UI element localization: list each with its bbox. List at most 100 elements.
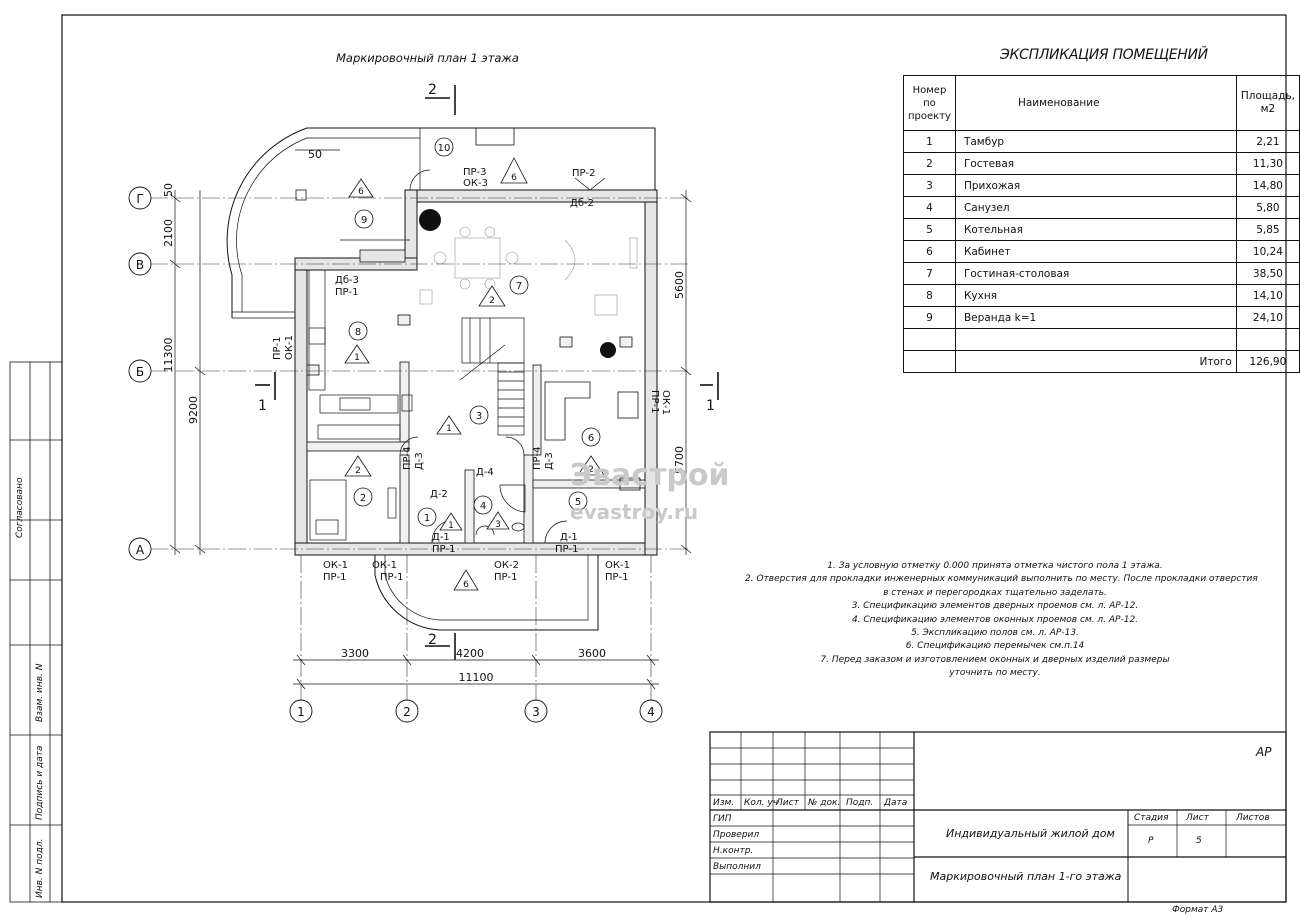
cell-num: 6: [903, 240, 956, 263]
floor-mark-1b: 1: [446, 424, 452, 434]
label-pr1-left: ПР-1: [272, 336, 283, 360]
label-d1-b: Д-1: [560, 532, 578, 543]
cell-num: 7: [903, 262, 956, 285]
room-num-3: 3: [476, 411, 482, 422]
tb-role-gip: ГИП: [713, 814, 732, 824]
cell-area: 11,30: [1235, 152, 1300, 175]
label-pr1-db3: ПР-1: [335, 287, 359, 298]
cell-num: 8: [903, 284, 956, 307]
section-1-right: 1: [706, 398, 715, 414]
axis-row-g: Г: [136, 192, 143, 206]
dim-3300: 3300: [341, 647, 369, 660]
cell-name: Прихожая: [954, 174, 1237, 197]
cell-area: 5,80: [1235, 196, 1300, 219]
plant-icon: [600, 342, 616, 358]
cell-name: Веранда k=1: [954, 306, 1237, 329]
room-markers: [348, 137, 601, 527]
room-num-8: 8: [355, 327, 361, 338]
section-2-bottom: 2: [428, 632, 437, 648]
note-line: 7. Перед заказом и изготовлением оконных…: [820, 654, 1170, 665]
tb-col-date: Дата: [884, 798, 908, 808]
note-line: 5. Экспликацию полов см. л. АР-13.: [911, 628, 1079, 639]
dim-50-top: 50: [308, 148, 322, 161]
note-line: уточнить по месту.: [949, 668, 1041, 679]
dim-3600: 3600: [578, 647, 606, 660]
room-num-4: 4: [480, 501, 486, 512]
floor-mark-1a: 1: [354, 353, 360, 363]
cell-num: 9: [903, 306, 956, 329]
cell-area: 5,85: [1235, 218, 1300, 241]
dim-11300: 11300: [162, 338, 175, 373]
floor-mark-3: 3: [495, 520, 501, 530]
room-num-9: 9: [361, 215, 367, 226]
axis-row-v: В: [136, 258, 144, 272]
floor-mark-6b: 6: [511, 173, 517, 183]
wall-top-right: [404, 189, 658, 203]
label-ok2: ОК-2: [494, 560, 519, 571]
cell-num: 3: [903, 174, 956, 197]
total-label: Итого: [954, 350, 1237, 373]
tb-role-norm: Н.контр.: [713, 846, 754, 856]
stamp-sign-date: Подпись и дата: [35, 745, 45, 820]
note-line: 1. За условную отметку 0.000 принята отм…: [827, 561, 1163, 571]
label-pr1-right: ПР-1: [649, 390, 660, 414]
dim-4200: 4200: [456, 647, 484, 660]
cell-area: 10,24: [1235, 240, 1300, 263]
tb-code: АР: [1256, 745, 1272, 759]
floor-mark-2a: 2: [489, 296, 495, 306]
room-num-2: 2: [360, 493, 366, 504]
label-ok3: ОК-3: [463, 178, 488, 189]
floor-markers: [344, 157, 605, 591]
label-pr1-c: ПР-1: [494, 572, 518, 583]
tb-col-podp: Подп.: [846, 798, 874, 808]
cell-num: 4: [903, 196, 956, 219]
cell-area: 14,10: [1235, 284, 1300, 307]
tb-col-kol: Кол. уч: [744, 798, 779, 808]
cell-num: 1: [903, 130, 956, 153]
cell-name: Гостиная-столовая: [954, 262, 1237, 285]
cell-name: Кухня: [954, 284, 1237, 307]
label-pr1-e: ПР-1: [432, 544, 456, 555]
tb-drawing: Маркировочный план 1-го этажа: [930, 870, 1122, 883]
tb-role-checked: Проверил: [713, 830, 760, 840]
label-d3-b: Д-3: [544, 452, 555, 470]
plant-icon: [419, 209, 441, 231]
stamp-inv-zam: Взам. инв. N: [35, 663, 45, 722]
side-stamp: [9, 361, 63, 903]
title-block-grid: [709, 731, 1287, 903]
cell-name: Кабинет: [954, 240, 1237, 263]
floor-mark-6c: 6: [463, 580, 469, 590]
stamp-agreed: Согласовано: [15, 477, 25, 538]
cell-num: 2: [903, 152, 956, 175]
explication-table: Номер по проекту Наименование Площадь, м…: [903, 75, 1300, 373]
label-ok1-a: ОК-1: [323, 560, 348, 571]
note-line: в стенах и перегородках тщательно задела…: [883, 587, 1107, 598]
tb-sheet-label: Лист: [1186, 813, 1209, 823]
floor-mark-2c: 2: [588, 465, 594, 475]
label-pr2: ПР-2: [572, 168, 596, 179]
label-pr3: ПР-3: [463, 167, 487, 178]
watermark-url: evastroy.ru: [570, 500, 699, 524]
cell-name: Тамбур: [954, 130, 1237, 153]
room-num-7: 7: [516, 281, 522, 292]
stamp-inv-orig: Инв. N подл.: [35, 839, 45, 898]
tb-project: Индивидуальный жилой дом: [946, 827, 1115, 840]
dim-2100: 2100: [162, 219, 175, 247]
watermark-brand: Эвастрой: [570, 458, 730, 493]
cell-area: 14,80: [1235, 174, 1300, 197]
dimension-lines: [169, 149, 692, 690]
note-line: 3. Спецификацию элементов дверных проемо…: [851, 601, 1139, 612]
header-name: Наименование: [954, 75, 1237, 131]
tb-role-done: Выполнил: [713, 862, 761, 872]
section-1-left: 1: [258, 398, 267, 414]
axis-col-1: 1: [297, 705, 305, 719]
general-notes: 1. За условную отметку 0.000 принята отм…: [745, 560, 1258, 681]
label-db3: Дб-3: [335, 275, 359, 286]
